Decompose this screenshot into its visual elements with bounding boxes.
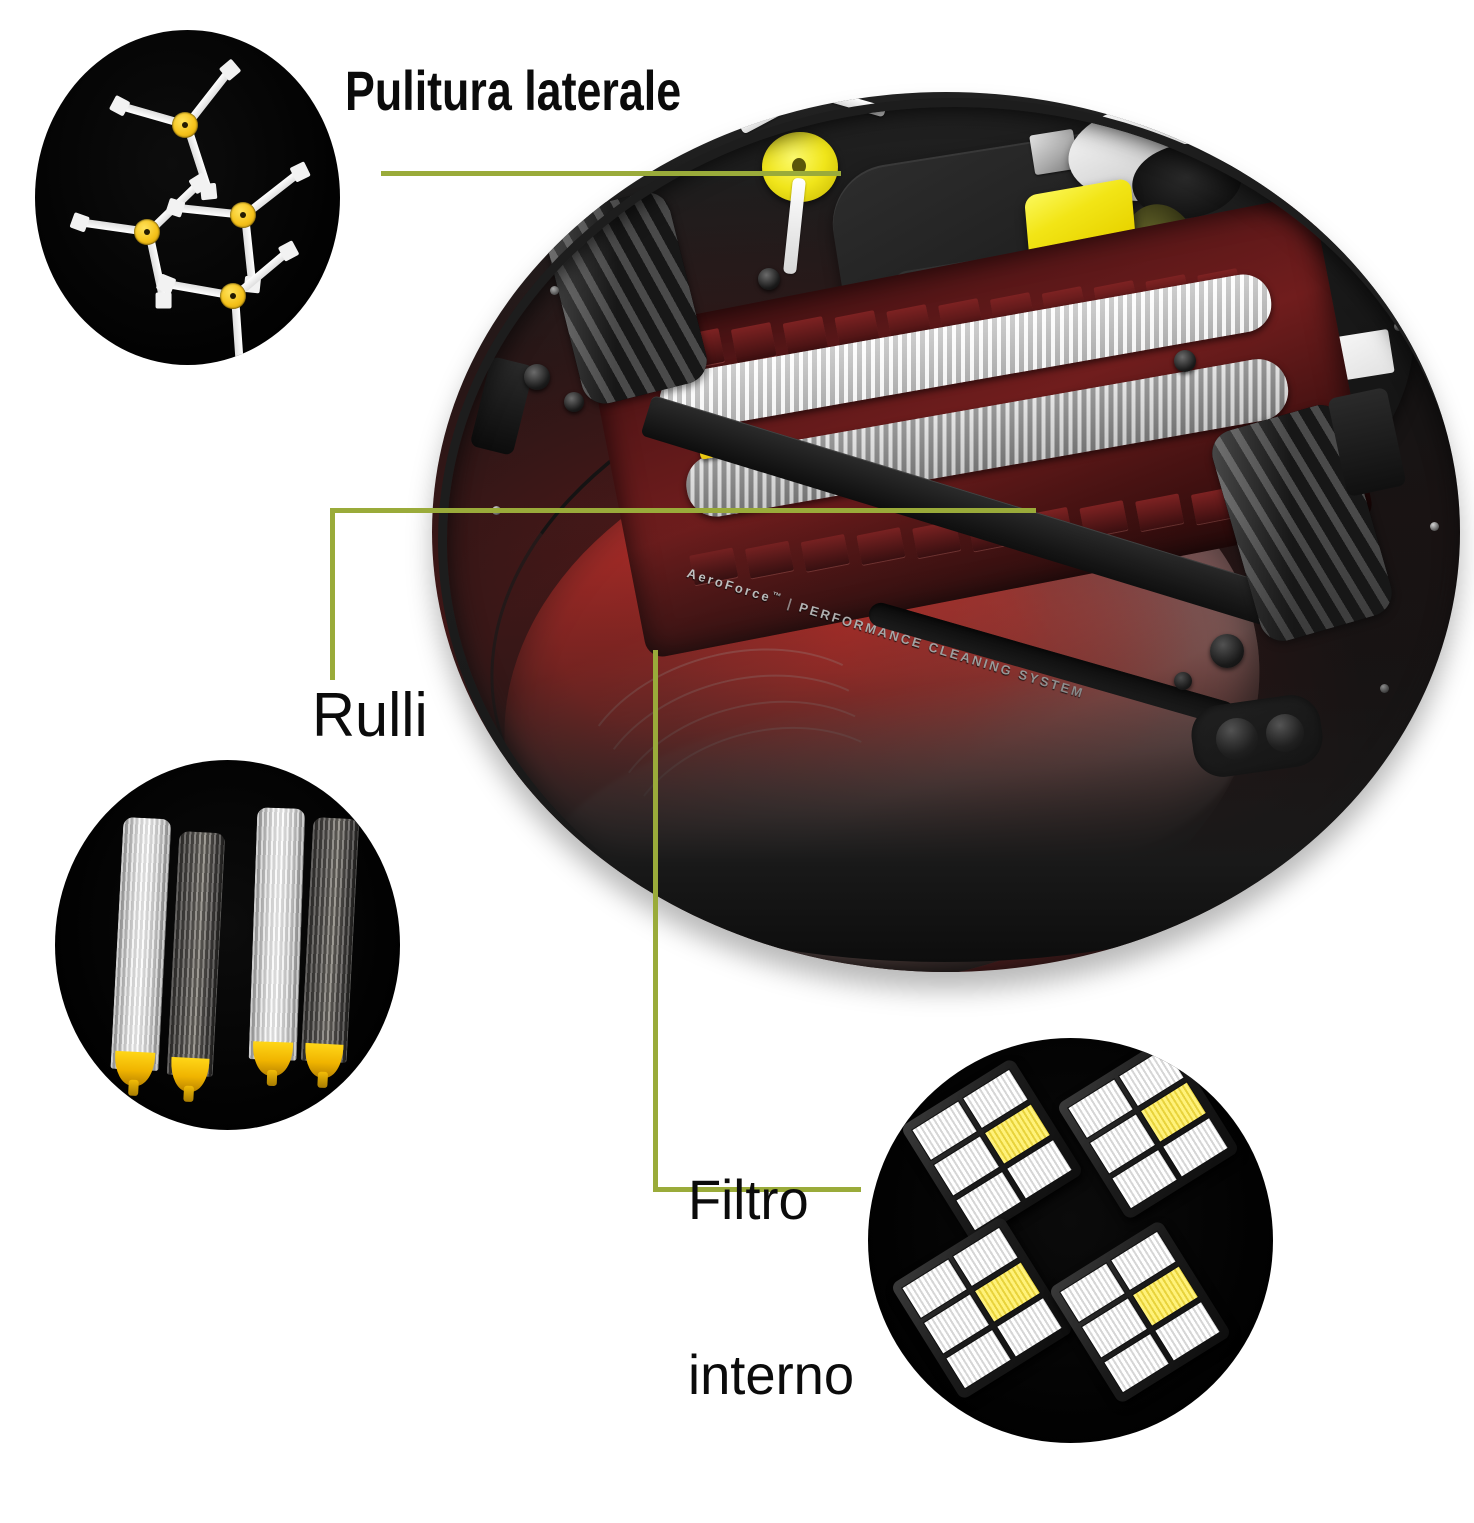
callout-label-rollers: Rulli [312, 681, 428, 750]
callout-label-line-1: Filtro [688, 1168, 809, 1232]
side-brush-hub-icon [172, 112, 198, 138]
roller-part-light [248, 807, 306, 1077]
leader-line-side-cleaning [381, 171, 841, 176]
callout-bubble-rollers [55, 760, 400, 1130]
filter-part [1055, 1038, 1241, 1221]
roller-part-dark [166, 830, 226, 1093]
robot-bumper [450, 512, 1440, 962]
leader-line-rollers-vertical [330, 508, 335, 680]
leader-line-filter-vertical [653, 650, 658, 1192]
callout-bubble-filters [868, 1038, 1273, 1443]
roller-part-dark [300, 816, 360, 1079]
side-brush-hub-icon [230, 202, 256, 228]
side-brush-hub-icon [220, 283, 246, 309]
leader-line-rollers-horizontal [330, 508, 1036, 513]
robot-rim [438, 98, 1460, 972]
callout-label-inner-filter: Filtro interno [688, 1055, 854, 1521]
leader-line-filter-horizontal [653, 1187, 861, 1192]
side-brush-hub-icon [134, 219, 160, 245]
filter-part [889, 1215, 1075, 1401]
callout-label-side-cleaning: Pulitura laterale [345, 59, 682, 122]
callout-bubble-side-brushes [35, 30, 340, 365]
filter-part [899, 1057, 1085, 1243]
robot-vacuum-illustration: AeroForce™|PERFORMANCE CLEANING SYSTEM [432, 92, 1460, 972]
filter-part [1047, 1219, 1233, 1405]
callout-label-line-2: interno [688, 1343, 855, 1407]
robot-body: AeroForce™|PERFORMANCE CLEANING SYSTEM [432, 92, 1460, 972]
product-diagram: AeroForce™|PERFORMANCE CLEANING SYSTEM [0, 0, 1474, 1474]
roller-part-light [110, 816, 172, 1087]
